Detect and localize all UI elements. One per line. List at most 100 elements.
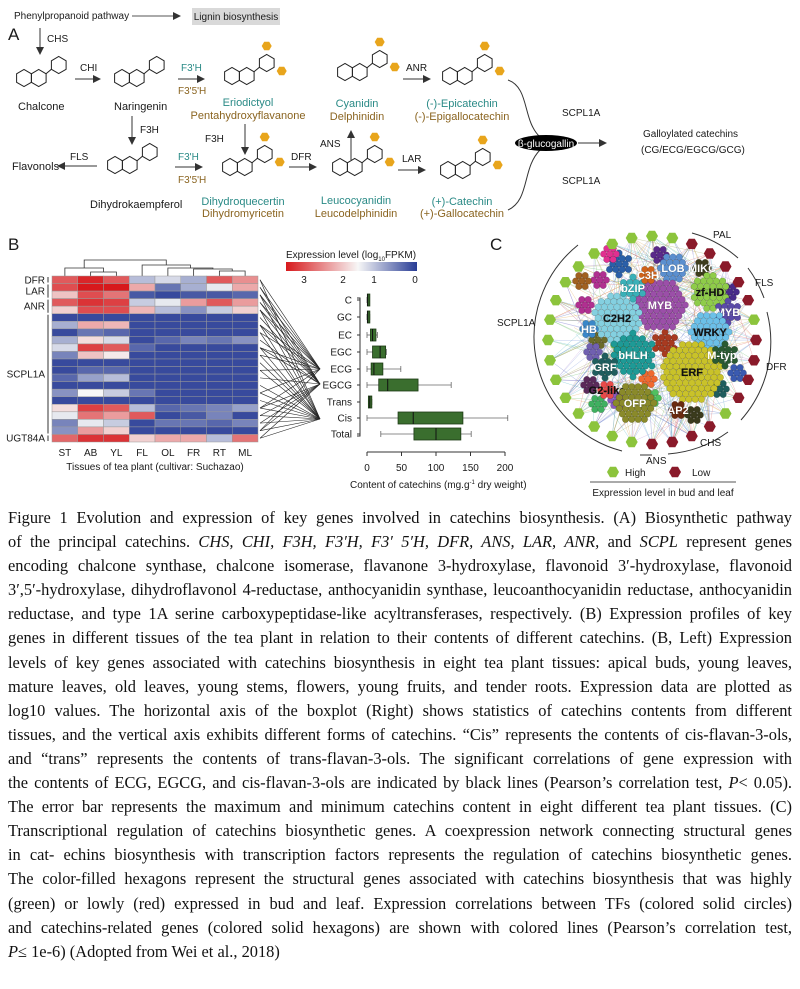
tf-node — [588, 320, 596, 328]
tf-node — [597, 405, 605, 413]
tf-node — [687, 416, 695, 424]
chemical-structure-icon — [442, 41, 505, 86]
boxplot-xlabel: Content of catechins (mg.g-1 dry weight) — [350, 480, 527, 491]
heatmap-cell — [206, 336, 233, 345]
tf-node — [675, 253, 683, 261]
tf-node — [591, 325, 599, 333]
low-expression-hexagon — [742, 374, 755, 385]
heatmap-cell — [232, 275, 259, 284]
tf-family-label: ERF — [681, 367, 703, 379]
enzyme-f3ph-2: F3'H — [178, 152, 199, 163]
tf-cluster — [620, 273, 646, 303]
heatmap-cell — [103, 336, 130, 345]
tf-node — [678, 306, 686, 314]
heatmap-cell — [129, 313, 156, 322]
heatmap-cell — [129, 351, 156, 360]
heatmap-cell — [180, 373, 207, 382]
correlation-link — [259, 370, 321, 420]
tf-node — [595, 348, 603, 356]
tf-node — [599, 271, 607, 279]
tf-family-label: C2H2 — [603, 313, 631, 325]
tf-family-label: AP2 — [667, 405, 688, 417]
correlation-link — [259, 287, 321, 370]
hydroxyl-highlight — [369, 132, 380, 142]
heatmap-cell — [154, 298, 181, 307]
legend-tick: 0 — [412, 275, 418, 286]
phenylpropanoid-label: Phenylpropanoid pathway — [14, 11, 129, 22]
structural-gene-hexagons — [542, 230, 762, 450]
tf-node — [581, 282, 589, 290]
high-expression-hexagon — [544, 355, 556, 366]
heatmap-cell — [154, 426, 181, 435]
heatmap-cell — [232, 358, 259, 367]
heatmap-cell — [103, 396, 130, 405]
correlation-link — [259, 362, 321, 420]
lignin-box — [192, 8, 280, 25]
legend-tick: 3 — [301, 275, 307, 286]
ring — [141, 142, 158, 162]
heatmap-cell — [51, 396, 78, 405]
box — [378, 378, 419, 392]
heatmap-cell — [129, 328, 156, 337]
tf-node — [693, 406, 701, 414]
tf-node — [736, 364, 744, 372]
heatmap-cell — [129, 321, 156, 330]
tf-node — [638, 335, 646, 343]
heatmap-cell — [103, 351, 130, 360]
heatmap-cell — [154, 388, 181, 397]
tf-node — [713, 379, 721, 387]
heatmap-cell — [206, 328, 233, 337]
correlation-link — [259, 418, 321, 424]
tf-node — [730, 374, 738, 382]
dendrogram-branch — [193, 268, 233, 276]
heatmap-cell — [77, 381, 104, 390]
box — [413, 427, 462, 441]
caption-line: mature leaves, old leaves, young stems, … — [8, 675, 792, 699]
heatmap-cell — [77, 426, 104, 435]
heatmap-cell — [77, 351, 104, 360]
tf-node — [592, 343, 600, 351]
heatmap-cell — [51, 373, 78, 382]
coexpression-edge — [631, 419, 683, 443]
lignin-label: Lignin biosynthesis — [194, 12, 279, 23]
heatmap-cell — [232, 396, 259, 405]
convergence-brace — [507, 79, 541, 211]
tf-node — [587, 301, 595, 309]
category-label: EGCG — [323, 381, 353, 392]
heatmap-cell — [129, 275, 156, 284]
coexpression-edge — [555, 379, 679, 384]
tf-node — [629, 329, 637, 337]
tf-node — [640, 415, 648, 423]
heatmap-cell — [154, 411, 181, 420]
caption-text: < 0.05). — [738, 773, 792, 793]
heatmap-cell — [232, 373, 259, 382]
legend-gradient-bar — [286, 262, 417, 271]
panel-b-letter: B — [8, 235, 19, 254]
heatmap-cell — [77, 366, 104, 375]
x-tick-label: 50 — [396, 463, 408, 474]
heatmap-cell — [232, 343, 259, 352]
tf-node — [647, 276, 655, 284]
compound-cyanidin: Cyanidin — [336, 98, 379, 110]
heatmap-cell — [232, 351, 259, 360]
tissue-label: OL — [161, 448, 175, 459]
tf-node — [635, 319, 643, 327]
heatmap-cell — [129, 343, 156, 352]
heatmap-cell — [77, 275, 104, 284]
ring — [454, 160, 471, 180]
heatmap-cell — [77, 290, 104, 299]
heatmap-cell — [206, 351, 233, 360]
correlation-link — [259, 383, 321, 439]
correlation-link — [259, 347, 321, 420]
tf-node — [704, 264, 712, 272]
heatmap-cell — [180, 313, 207, 322]
low-expression-hexagon — [750, 334, 762, 346]
tissue-label: RT — [213, 448, 226, 459]
caption-line: 3′,5′-hydroxylase, dihydroflavonol 4-red… — [8, 578, 792, 602]
network-legend: High Low Expression level in bud and lea… — [590, 466, 736, 499]
heatmap-cell — [51, 328, 78, 337]
